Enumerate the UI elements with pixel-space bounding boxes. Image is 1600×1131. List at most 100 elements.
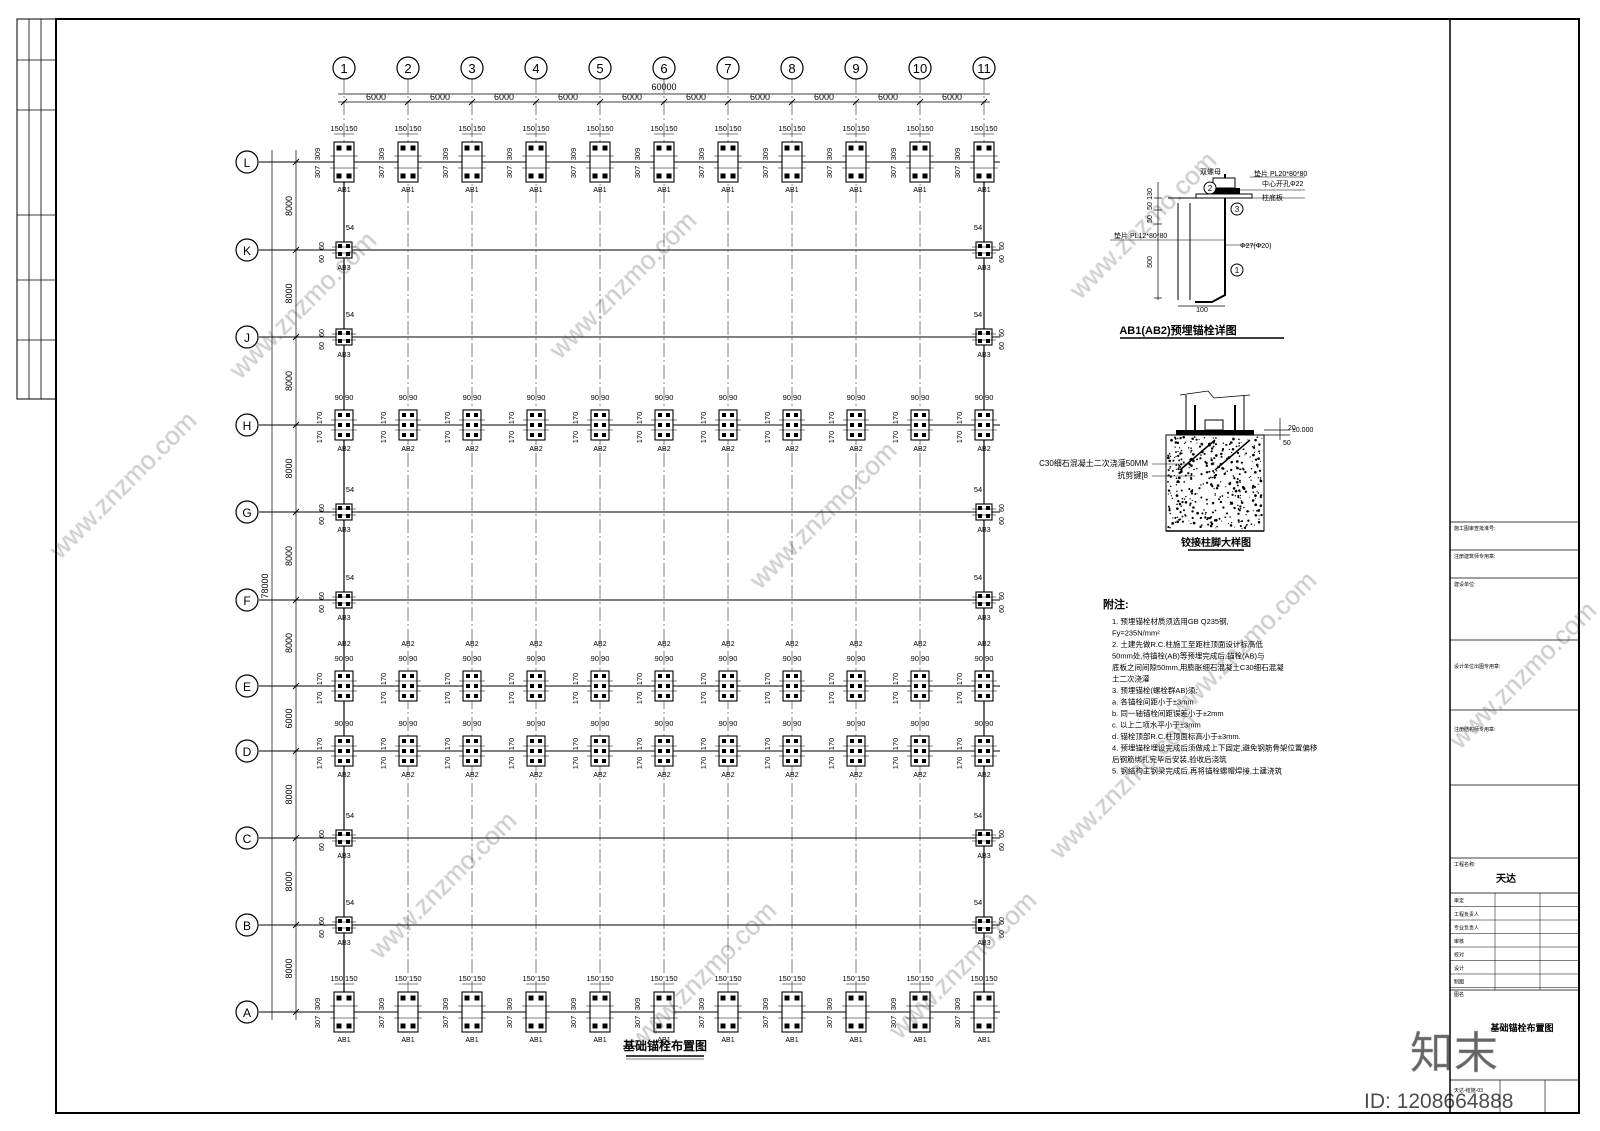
- bolt-side-dim: 309: [505, 148, 514, 161]
- hatch-dot: [1190, 464, 1193, 467]
- bolt-hole: [786, 423, 790, 427]
- bolt-side-dim: 170: [635, 692, 644, 705]
- hatch-dot: [1229, 516, 1231, 518]
- hatch-dot: [1218, 498, 1221, 501]
- bolt-side-dim: 170: [955, 673, 964, 686]
- bolt-label: AB3: [977, 352, 990, 359]
- hatch-dot: [1177, 464, 1179, 466]
- bolt-hole: [410, 173, 416, 179]
- grid-bubble-4: [524, 56, 548, 80]
- hatch-dot: [1175, 494, 1179, 497]
- bolt-side-dim: 170: [763, 431, 772, 444]
- hatch-dot: [1179, 452, 1182, 455]
- bolt-plate: [525, 141, 547, 183]
- hatch-dot: [1253, 451, 1256, 454]
- bolt-plate: [845, 991, 867, 1033]
- bolt-plate: [718, 735, 738, 767]
- bolt-side-dim: 170: [891, 738, 900, 751]
- bolt-label: AB2: [337, 772, 350, 779]
- bolt-plate: [590, 735, 610, 767]
- bolt-hole: [528, 145, 534, 151]
- dim-row-spacing: 8000: [284, 283, 294, 303]
- hatch-dot: [1259, 479, 1263, 483]
- bolt-side-dim: 307: [889, 1016, 898, 1029]
- bolt-hole: [986, 1023, 992, 1029]
- detail2-grout: C30细石混凝土二次浇灌50MM: [1039, 458, 1148, 468]
- bolt-hole: [858, 413, 862, 417]
- bolt-label: AB2: [657, 446, 670, 453]
- dim-tick: [292, 596, 300, 604]
- bolt-hole: [338, 594, 342, 598]
- hatch-dot: [1238, 442, 1241, 444]
- bolt-hole: [338, 739, 342, 743]
- hatch-dot: [1169, 526, 1171, 529]
- bolt-hole: [538, 995, 544, 1001]
- grid-bubble-L: [235, 150, 259, 174]
- bolt-hole: [794, 694, 798, 698]
- bolt-hole: [538, 173, 544, 179]
- hatch-dot: [1233, 477, 1236, 480]
- bolt-hole: [850, 694, 854, 698]
- bolt-plate: [718, 409, 738, 441]
- bolt-top-dims: 90 90: [463, 393, 482, 402]
- grid-label-row-C: C: [243, 832, 252, 846]
- bolt-label: AB1: [849, 187, 862, 194]
- bolt-label: AB2: [465, 772, 478, 779]
- bolt-side-dim: 60: [999, 830, 1006, 838]
- bolt-side-dim: 170: [763, 757, 772, 770]
- bolt-side-dim: 307: [761, 166, 770, 179]
- dim-col-spacing: 6000: [558, 92, 578, 102]
- hatch-dot: [1238, 479, 1241, 482]
- bolt-hole: [602, 433, 606, 437]
- tb-project-name: 天达: [1496, 872, 1516, 885]
- bolt-label: AB3: [337, 527, 350, 534]
- hatch-dot: [1229, 524, 1233, 527]
- bolt-label: AB1: [465, 187, 478, 194]
- hatch-dot: [1174, 521, 1177, 523]
- hatch-dot: [1182, 461, 1185, 464]
- hatch-dot: [1237, 496, 1240, 499]
- dim-tick: [292, 421, 300, 429]
- bolt-top-dim: 54: [346, 811, 354, 820]
- bolt-side-dim: 309: [569, 148, 578, 161]
- bolt-plate: [653, 141, 675, 183]
- hatch-dot: [1175, 484, 1178, 486]
- bolt-hole: [786, 674, 790, 678]
- hatch-dot: [1224, 444, 1227, 446]
- bolt-hole: [978, 244, 982, 248]
- signature-row-label: 审核: [1454, 938, 1464, 945]
- bolt-top-dims: 90 90: [399, 719, 418, 728]
- bolt-top-dim: 54: [346, 573, 354, 582]
- hatch-dot: [1191, 493, 1193, 495]
- hatch-dot: [1254, 470, 1257, 474]
- bolt-label: AB2: [401, 446, 414, 453]
- bolt-hole: [784, 995, 790, 1001]
- bolt-hole: [474, 145, 480, 151]
- bolt-hole: [466, 684, 470, 688]
- signature-row-label: 审定: [1454, 898, 1464, 905]
- hatch-dot: [1168, 509, 1171, 512]
- bolt-top-dim: 54: [346, 485, 354, 494]
- bolt-plate: [333, 141, 355, 183]
- bolt-label: AB1: [913, 187, 926, 194]
- bolt-hole: [474, 739, 478, 743]
- bolt-label: AB2: [529, 446, 542, 453]
- hatch-dot: [1259, 452, 1261, 454]
- bolt-plate: [910, 670, 930, 702]
- bolt-hole: [336, 173, 342, 179]
- bolt-hole: [338, 840, 342, 844]
- hatch-dot: [1198, 487, 1201, 490]
- dim-row-spacing: 8000: [284, 458, 294, 478]
- note-line: 4. 预埋锚栓埋设完成后须做成上下固定,避免钢筋骨架位置偏移: [1112, 743, 1318, 753]
- bolt-top-dims: 150 150: [906, 124, 933, 133]
- hatch-dot: [1194, 500, 1197, 503]
- bolt-hole: [922, 173, 928, 179]
- bolt-hole: [338, 602, 342, 606]
- hatch-dot: [1211, 485, 1214, 488]
